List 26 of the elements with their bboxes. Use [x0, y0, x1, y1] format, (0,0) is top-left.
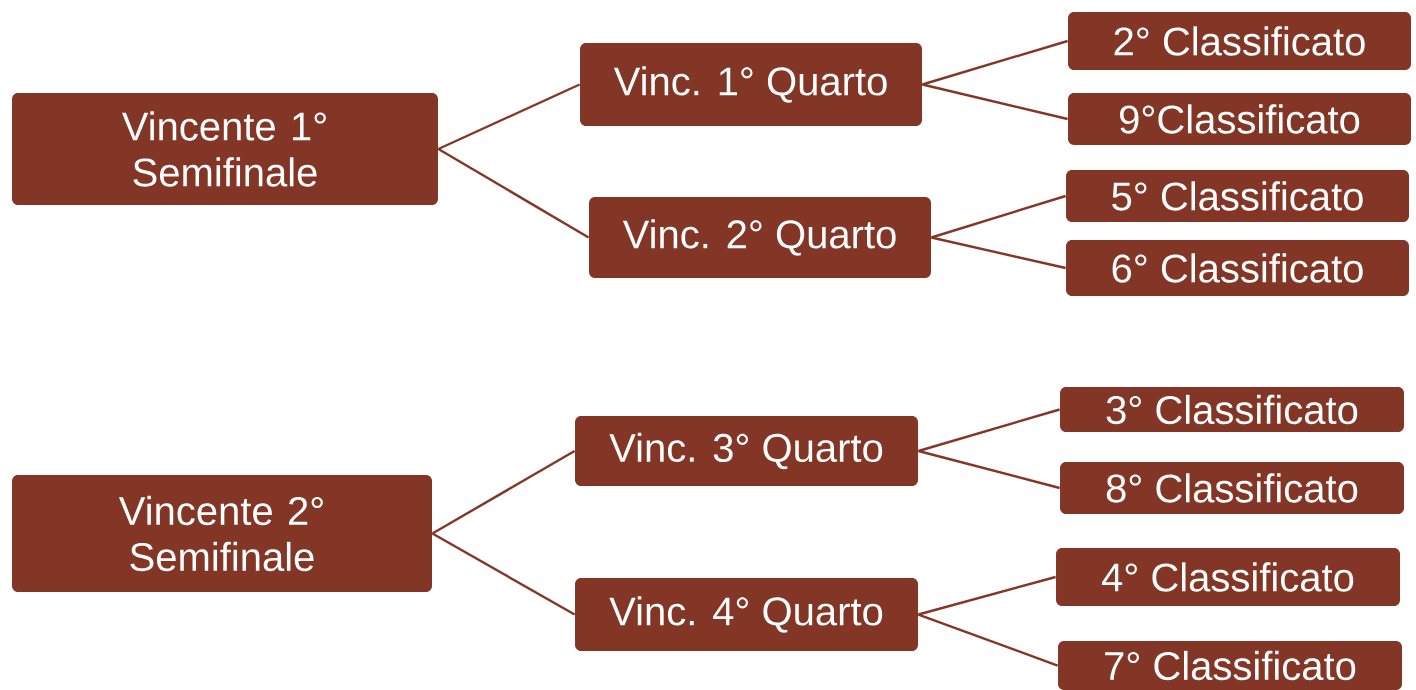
connector-line — [922, 39, 1068, 86]
process-box: 8° Classificato — [1060, 462, 1405, 514]
process-box: 6° Classificato — [1066, 240, 1410, 296]
connector-line — [437, 147, 590, 239]
process-box: 5° Classificato — [1066, 170, 1410, 222]
connector-line — [437, 83, 581, 151]
process-box: 7° Classificato — [1058, 641, 1403, 690]
process-box: 9°Classificato — [1068, 93, 1412, 145]
process-box: 2° Classificato — [1068, 12, 1412, 70]
process-box: Vinc. 3° Quarto — [575, 416, 918, 486]
connector-line — [431, 449, 576, 535]
connector-line — [918, 575, 1056, 616]
process-box: Vinc. 4° Quarto — [575, 578, 918, 651]
process-box: Vincente 1° Semifinale — [12, 93, 438, 205]
process-box: 4° Classificato — [1056, 548, 1401, 606]
connector-line — [918, 613, 1059, 667]
connector-line — [431, 532, 576, 616]
connector-line — [918, 408, 1060, 453]
process-box: Vinc. 2° Quarto — [589, 197, 931, 278]
connector-line — [931, 194, 1066, 239]
process-box: 3° Classificato — [1060, 387, 1405, 432]
connector-line — [918, 449, 1060, 490]
connector-line — [931, 236, 1066, 270]
process-box: Vincente 2° Semifinale — [12, 475, 432, 592]
process-box: Vinc. 1° Quarto — [580, 43, 922, 126]
connector-line — [922, 83, 1068, 121]
